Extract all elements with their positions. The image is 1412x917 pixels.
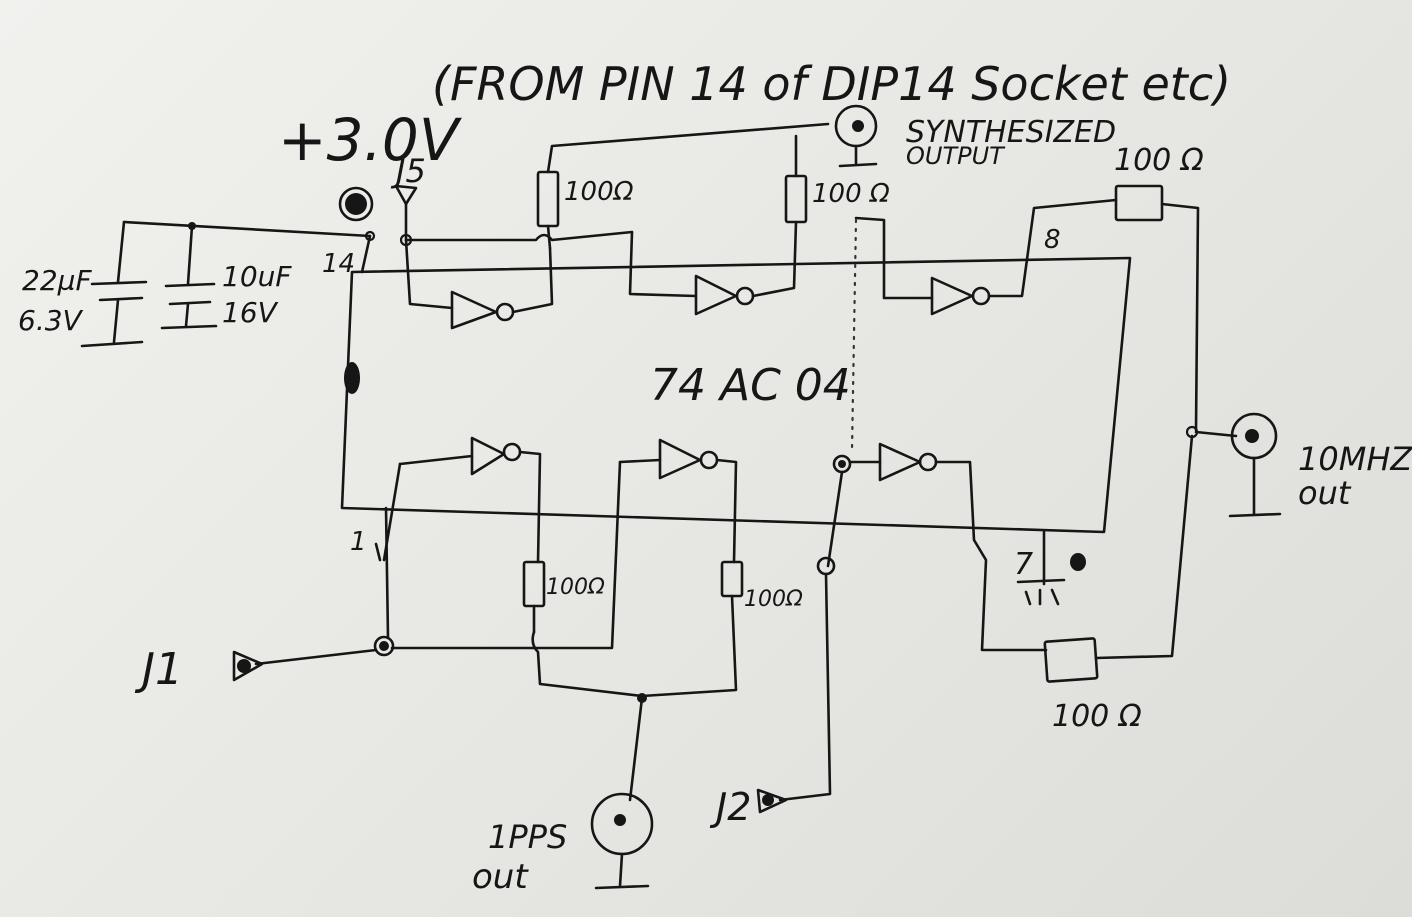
resistor-bottom-right: [1043, 637, 1099, 683]
j2-label: J2: [709, 785, 751, 829]
resistor-top-right-label: 100 Ω: [1114, 143, 1204, 178]
ic-pin7-mark: [1070, 553, 1086, 571]
inverter-gate-bottom-right: [878, 442, 938, 482]
inverter-gate-top-right: [930, 276, 991, 316]
synthesized-output-connector: [834, 104, 878, 168]
supply-note-label: (FROM PIN 14 of DIP14 Socket etc): [432, 57, 1231, 111]
synth-output-label-2: OUTPUT: [906, 142, 1006, 170]
j2-node: [816, 556, 836, 576]
10mhz-output-label-2: out: [1298, 474, 1352, 512]
cap1-value-label: 22µF: [22, 264, 92, 297]
supply-rail-wire: [122, 220, 372, 238]
resistor-top-left-label: 100Ω: [564, 177, 634, 207]
j5-jumper: [394, 184, 418, 247]
capacitor-10uf: [160, 222, 218, 330]
j1-jumper-arrow: [232, 650, 264, 682]
supply-connector: [338, 186, 374, 222]
1pps-output-label-2: out: [472, 857, 529, 897]
dotted-link-wire: [850, 218, 858, 452]
inverter-gate-top-left: [450, 290, 515, 330]
1pps-output-label: 1PPS: [488, 818, 567, 856]
cap2-voltage-label: 16V: [222, 296, 279, 329]
j1-input-node: [373, 635, 395, 657]
resistor-bottom-middle-label: 100Ω: [744, 587, 803, 612]
1pps-output-connector: [590, 792, 654, 890]
cap2-value-label: 10uF: [222, 260, 292, 293]
capacitor-22uf: [80, 220, 148, 348]
10mhz-output-label: 10MHZ: [1298, 440, 1412, 478]
supply-voltage-label: +3.0V: [278, 106, 463, 174]
ic-body-74ac04: [340, 256, 1132, 534]
10mhz-output-connector: [1228, 412, 1282, 518]
j1-label: J1: [134, 644, 183, 695]
resistor-bottom-left: [522, 560, 644, 698]
input-node-bottom-right: [832, 454, 852, 474]
j5-label: J5: [390, 152, 426, 190]
ic-pin1-notch: [344, 362, 360, 394]
pin7-ground: [1016, 530, 1066, 606]
j2-jumper-arrow: [756, 788, 788, 814]
resistor-top-left: [536, 122, 830, 250]
synth-output-label: SYNTHESIZED: [906, 115, 1116, 150]
pin1-label: 1: [350, 527, 367, 557]
pin7-label: 7: [1014, 547, 1033, 582]
resistor-top-middle-label: 100 Ω: [812, 179, 890, 209]
pin8-label: 8: [1044, 225, 1061, 255]
resistor-top-right: [1114, 184, 1200, 432]
cap1-voltage-label: 6.3V: [18, 304, 84, 337]
pin14-node: [364, 230, 376, 242]
resistor-top-middle: [784, 134, 808, 224]
resistor-bottom-left-label: 100Ω: [546, 575, 605, 600]
inverter-gate-bottom-left: [470, 436, 522, 476]
resistor-bottom-right-label: 100 Ω: [1052, 699, 1142, 734]
inverter-gate-bottom-middle: [658, 438, 719, 480]
pin14-label: 14: [322, 249, 355, 279]
resistor-bottom-middle: [640, 560, 744, 698]
inverter-gate-top-middle: [694, 274, 755, 316]
chip-label: 74 AC 04: [650, 360, 851, 411]
